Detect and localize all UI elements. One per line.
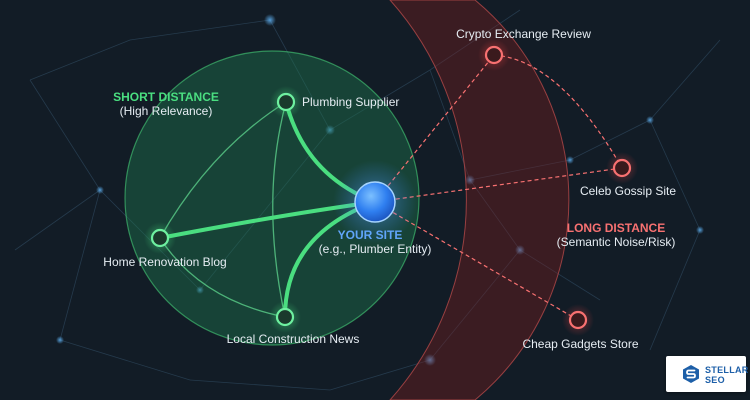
long-distance-subtitle: (Semantic Noise/Risk): [556, 235, 676, 249]
relevant-nodes: [144, 86, 302, 333]
node-home-renovation-blog: [150, 228, 170, 248]
weak-relevance-links: [159, 101, 287, 318]
logo-text-line1: STELLAR: [705, 365, 749, 375]
your-site-title: YOUR SITE: [337, 228, 403, 242]
long-distance-title: LONG DISTANCE: [566, 221, 666, 235]
short-distance-title: SHORT DISTANCE: [113, 90, 219, 104]
background-stars: [56, 14, 704, 366]
stellar-seo-logo: STELLAR SEO: [666, 356, 749, 392]
short-distance-subtitle: (High Relevance): [119, 104, 213, 118]
label-plumbing-supplier: Plumbing Supplier: [302, 95, 400, 109]
your-site-node: [354, 181, 396, 223]
node-plumbing-supplier: [276, 92, 296, 112]
node-cheap-gadgets-store: [568, 310, 588, 330]
logo-text-line2: SEO: [705, 375, 725, 385]
node-local-construction-news: [275, 307, 295, 327]
label-celeb-gossip-site: Celeb Gossip Site: [579, 184, 677, 198]
label-home-renovation-blog: Home Renovation Blog: [103, 255, 227, 269]
your-site-subtitle: (e.g., Plumber Entity): [318, 242, 432, 256]
node-crypto-exchange-review: [484, 45, 504, 65]
risky-nodes: [478, 39, 638, 336]
stellar-seo-logo-icon: [683, 365, 699, 383]
long-distance-zone: [389, 0, 570, 400]
node-celeb-gossip-site: [612, 158, 632, 178]
short-distance-zone: [124, 50, 420, 346]
label-crypto-exchange-review: Crypto Exchange Review: [456, 27, 591, 41]
label-local-construction-news: Local Construction News: [226, 332, 360, 346]
label-cheap-gadgets-store: Cheap Gadgets Store: [522, 337, 639, 351]
